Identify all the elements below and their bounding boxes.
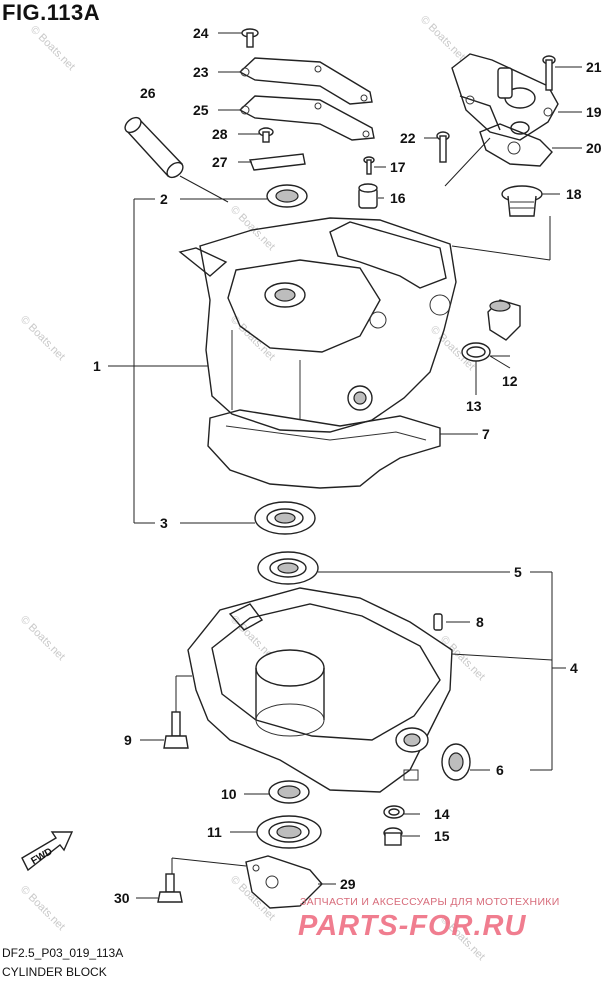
figure-title: FIG.113A: [2, 0, 101, 25]
callout-19: 19: [586, 104, 602, 120]
part-9-bolt: [163, 711, 189, 749]
callout-13: 13: [466, 398, 482, 414]
watermark-text: © Boats.net: [418, 14, 467, 63]
callout-25: 25: [193, 102, 209, 118]
part-26-hose: [124, 116, 229, 203]
callout-5: 5: [514, 564, 522, 580]
callout-3: 3: [160, 515, 168, 531]
watermark-text: © Boats.net: [18, 314, 67, 363]
callout-22: 22: [400, 130, 416, 146]
figure-code: DF2.5_P03_019_113A: [2, 946, 124, 960]
part-29-cover-plate: [245, 855, 323, 909]
callout-27: 27: [212, 154, 228, 170]
part-21-bolt: [542, 55, 556, 91]
callout-14: 14: [434, 806, 450, 822]
callout-21: 21: [586, 59, 602, 75]
watermark-text: © Boats.net: [18, 614, 67, 663]
part-2-oil-seal: [266, 184, 308, 208]
part-27-clip: [249, 153, 306, 171]
callout-30: 30: [114, 890, 130, 906]
callout-29: 29: [340, 876, 356, 892]
part-17-screw: [363, 156, 375, 175]
callout-24: 24: [193, 25, 209, 41]
fwd-label: FWD: [29, 846, 54, 867]
part-28-screw: [258, 127, 274, 143]
callout-18: 18: [566, 186, 582, 202]
part-7-gasket: [207, 409, 441, 489]
watermark-text: © Boats.net: [18, 884, 67, 933]
callout-28: 28: [212, 126, 228, 142]
part-3-bearing: [254, 501, 316, 535]
callout-8: 8: [476, 614, 484, 630]
callout-2: 2: [160, 191, 168, 207]
callout-26: 26: [140, 85, 156, 101]
watermark-layer: © Boats.net © Boats.net © Boats.net © Bo…: [18, 14, 487, 963]
callout-11: 11: [207, 824, 222, 840]
part-11-oil-seal: [256, 815, 322, 849]
watermark-text: © Boats.net: [228, 204, 277, 253]
part-15-plug: [383, 827, 403, 846]
part-1-cylinder-block: [178, 217, 457, 433]
figure-name: CYLINDER BLOCK: [2, 965, 107, 979]
part-18-thermostat: [501, 185, 543, 217]
leader-lines: [108, 32, 582, 899]
part-25-gasket: [238, 95, 375, 141]
callout-16: 16: [390, 190, 406, 206]
callout-labels: 24 23 26 25 28 27 17 16 2 21 19 22 20 18…: [93, 25, 602, 906]
watermark-text: © Boats.net: [438, 634, 487, 683]
callout-20: 20: [586, 140, 602, 156]
part-30-bolt: [157, 873, 183, 903]
callout-7: 7: [482, 426, 490, 442]
callout-4: 4: [570, 660, 578, 676]
callout-15: 15: [434, 828, 450, 844]
callout-17: 17: [390, 159, 406, 175]
part-8-dowel-pin: [433, 613, 443, 631]
thermostat-cover-group: [451, 53, 559, 141]
callout-9: 9: [124, 732, 132, 748]
callout-6: 6: [496, 762, 504, 778]
callout-1: 1: [93, 358, 101, 374]
part-10-oil-seal: [268, 780, 310, 804]
part-5-bearing: [257, 551, 319, 585]
promo-tagline: ЗАПЧАСТИ И АКСЕССУАРЫ ДЛЯ МОТОТЕХНИКИ: [300, 896, 560, 908]
callout-10: 10: [221, 786, 237, 802]
part-22-bolt: [436, 131, 450, 163]
watermark-text: © Boats.net: [228, 314, 277, 363]
callout-12: 12: [502, 373, 518, 389]
callout-23: 23: [193, 64, 209, 80]
part-16-bushing: [358, 183, 378, 209]
part-20-gasket: [479, 123, 553, 167]
part-6-oil-seal: [441, 743, 471, 781]
part-13-o-ring: [461, 342, 491, 362]
part-14-washer: [383, 805, 405, 819]
fwd-arrow: FWD: [21, 831, 74, 872]
watermark-text: © Boats.net: [28, 24, 77, 73]
part-24-screw: [241, 28, 259, 48]
part-23-bracket-plate: [238, 57, 373, 105]
promo-brand-logo[interactable]: PARTS-FOR.RU: [298, 910, 527, 942]
part-12-plug: [487, 299, 521, 341]
part-4-crankcase: [187, 587, 453, 793]
